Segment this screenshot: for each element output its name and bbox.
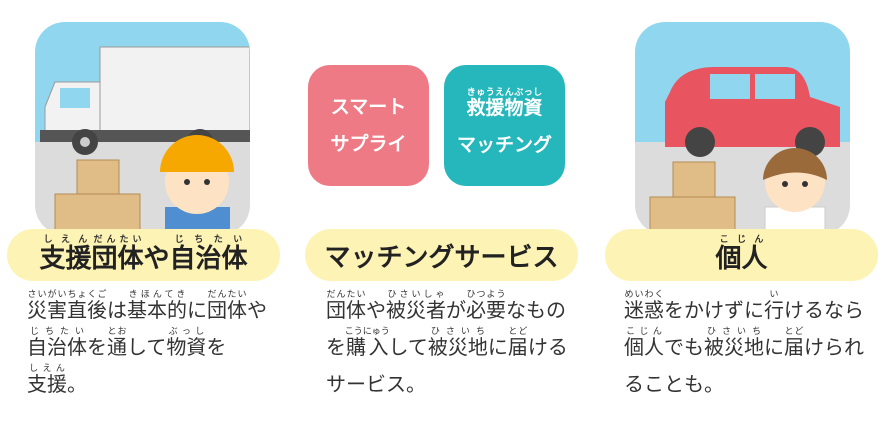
furigana: ひさいしゃ [386, 290, 446, 300]
ruby-word: 届とど [784, 327, 804, 359]
text-segment: して [388, 335, 428, 359]
ruby-word: 救援物資きゅうえんぶっし [466, 88, 543, 120]
ruby-word: 支援しえん [39, 235, 92, 274]
ruby-word: 個人こじん [715, 235, 768, 274]
furigana: だんたい [207, 290, 247, 300]
text-segment: でも [664, 335, 704, 359]
ruby-word: 物資ぶっし [166, 327, 207, 359]
relief-matching-tile: 救援物資きゅうえんぶっし マッチング [444, 65, 565, 186]
text-segment: 。 [67, 372, 87, 396]
text-segment: なものを [326, 298, 566, 359]
ruby-word: 災害直後さいがいちょくご [27, 290, 107, 322]
desc-individual: 迷惑めいわくをかけずに行いけるなら個人こじんでも被災地ひさいちに届とどけられるこ… [624, 290, 874, 403]
car-illustration [635, 22, 850, 235]
desc-matching-service: 団体だんたいや被災者ひさいしゃが必要ひつようなものを購入こうにゅうして被災地ひさ… [326, 290, 576, 403]
text-segment: や [366, 298, 386, 322]
title-text: 支援しえん団体だんたいや自治体じちたい [39, 235, 247, 275]
ruby-word: 団体だんたい [207, 290, 247, 322]
ruby-word: 支援しえん [27, 364, 67, 396]
furigana: ひさいち [427, 327, 488, 337]
furigana: ひさいち [704, 327, 764, 337]
furigana: い [764, 290, 784, 300]
truck-illustration [35, 22, 250, 235]
furigana: とど [784, 327, 804, 337]
text-segment: して [127, 335, 167, 359]
title-support-organizations: 支援しえん団体だんたいや自治体じちたい [7, 229, 280, 281]
ruby-word: 被災地ひさいち [427, 327, 488, 359]
furigana: ひつよう [466, 290, 506, 300]
title-text: マッチングサービス [324, 237, 558, 274]
relief-matching-line1: 救援物資きゅうえんぶっし [466, 88, 542, 126]
ruby-word: 迷惑めいわく [624, 290, 664, 322]
furigana: だんたい [91, 235, 144, 245]
ruby-word: 通とお [107, 327, 127, 359]
ruby-word: 行い [764, 290, 784, 322]
text-segment: けるサービス。 [326, 335, 568, 396]
ruby-word: 自治体じちたい [169, 235, 248, 274]
text-segment: を [206, 335, 227, 359]
text-segment: けられることも。 [624, 335, 864, 396]
ruby-word: 購入こうにゅう [344, 327, 390, 359]
ruby-word: 届とど [507, 327, 528, 359]
furigana: きほんてき [127, 290, 187, 300]
text-segment: けるなら [784, 298, 864, 322]
furigana: めいわく [624, 290, 664, 300]
text-segment: は [107, 298, 127, 322]
furigana: こうにゅう [344, 327, 390, 337]
ruby-word: 団体だんたい [326, 290, 366, 322]
furigana: だんたい [326, 290, 366, 300]
furigana: ぶっし [166, 327, 207, 337]
furigana: さいがいちょくご [27, 290, 107, 300]
ruby-word: 個人こじん [624, 327, 664, 359]
smart-supply-tile: スマート サプライ [308, 65, 429, 186]
furigana: こじん [715, 235, 768, 245]
furigana: しえん [39, 235, 92, 245]
furigana: しえん [27, 364, 67, 374]
ruby-word: 基本的きほんてき [127, 290, 187, 322]
text-segment: が [446, 298, 466, 322]
furigana: とお [107, 327, 127, 337]
text-segment: や [143, 244, 170, 274]
title-individual: 個人こじん [605, 229, 878, 281]
furigana: じちたい [27, 327, 87, 337]
ruby-word: 被災者ひさいしゃ [386, 290, 446, 322]
furigana: きゅうえんぶっし [466, 88, 543, 99]
title-matching-service: マッチングサービス [305, 229, 578, 281]
text-segment: や [247, 298, 267, 322]
text-segment: マッチングサービス [324, 242, 559, 273]
text-segment: をかけずに [664, 298, 764, 322]
ruby-word: 団体だんたい [91, 235, 144, 274]
relief-matching-line2: マッチング [456, 133, 552, 156]
smart-supply-line2: サプライ [330, 132, 407, 155]
text-segment: に [187, 298, 207, 322]
ruby-word: 必要ひつよう [466, 290, 506, 322]
ruby-word: 自治体じちたい [27, 327, 87, 359]
ruby-word: 被災地ひさいち [704, 327, 764, 359]
text-segment: を [87, 335, 107, 359]
furigana: こじん [624, 327, 664, 337]
smart-supply-line1: スマート [330, 96, 407, 119]
desc-support-organizations: 災害直後さいがいちょくごは基本的きほんてきに団体だんたいや自治体じちたいを通とお… [27, 290, 277, 403]
text-segment: に [764, 335, 784, 359]
text-segment: に [487, 335, 508, 359]
furigana: じちたい [169, 235, 248, 245]
furigana: とど [507, 327, 528, 337]
title-text: 個人こじん [715, 235, 767, 275]
